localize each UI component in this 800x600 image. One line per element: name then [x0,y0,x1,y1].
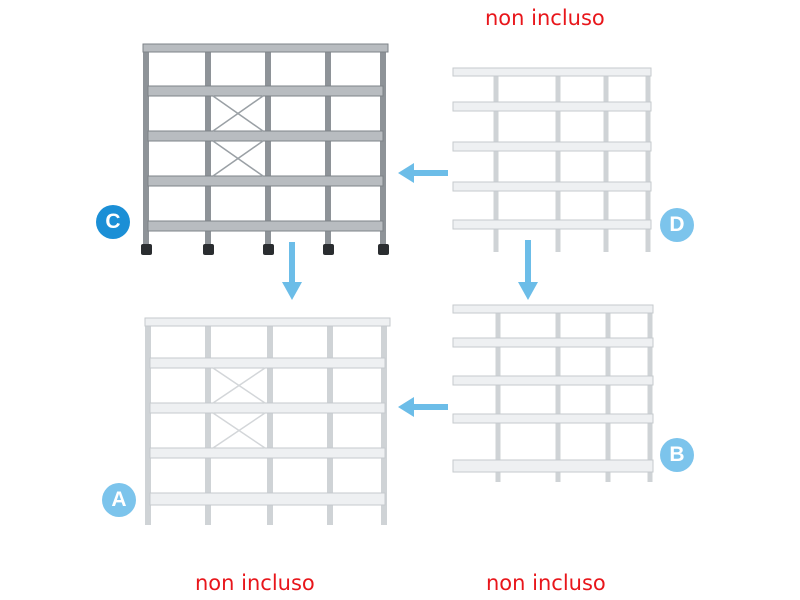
shelf-d [452,67,652,252]
badge-d: D [660,208,694,242]
badge-a: A [102,483,136,517]
shelf-b [452,304,654,482]
caption-bottom-left: non incluso [195,571,315,595]
shelf-a [144,317,391,525]
arrow-c-to-a-icon [282,242,302,300]
arrow-b-to-a-icon [398,397,448,417]
caption-bottom-right: non incluso [486,571,606,595]
arrow-d-to-b-icon [518,240,538,300]
badge-b: B [660,438,694,472]
caption-top: non incluso [485,6,605,30]
shelf-c [141,43,389,255]
arrow-d-to-c-icon [398,163,448,183]
badge-c: C [96,205,130,239]
